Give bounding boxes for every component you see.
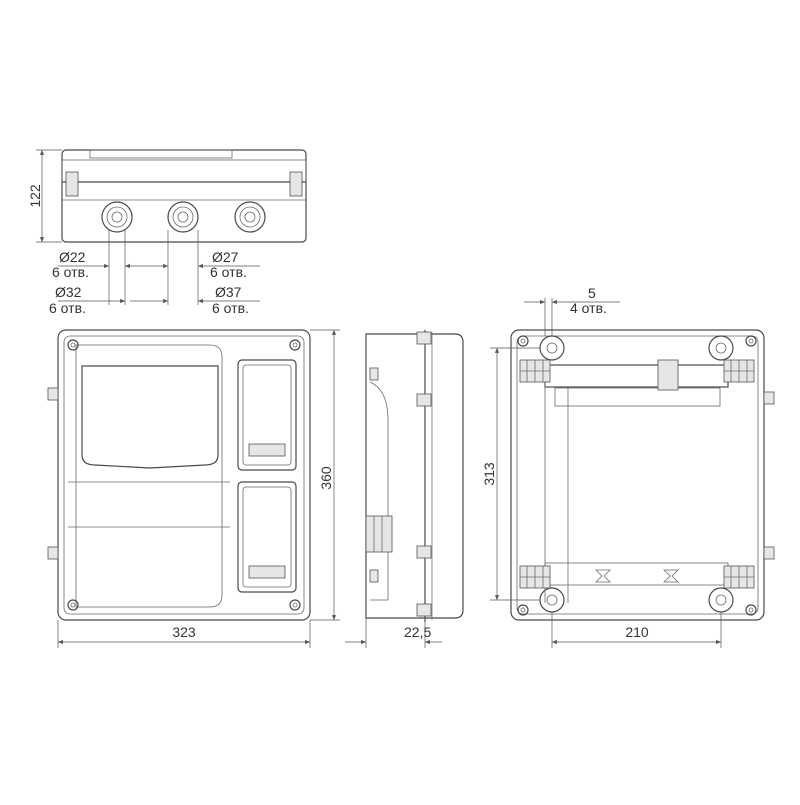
dim-height-front: 360	[318, 466, 334, 490]
dim-d37: Ø37	[215, 284, 242, 300]
mount-hole-top-right	[708, 335, 734, 361]
cable-gland-1	[101, 201, 133, 233]
front-view: 360 323	[47, 329, 340, 648]
dim-d32-holes: 6 отв.	[49, 300, 86, 316]
dim-d37-holes: 6 отв.	[212, 300, 249, 316]
vent-block-tl	[519, 359, 551, 383]
dim-d22: Ø22	[59, 249, 86, 265]
dim-height-top: 122	[27, 184, 43, 208]
cable-gland-2	[167, 201, 199, 233]
dim-depth-side: 22,5	[404, 624, 431, 640]
dim-d32: Ø32	[55, 284, 82, 300]
mount-hole-top-left	[539, 335, 565, 361]
dim-width-front: 323	[172, 624, 196, 640]
meter-window	[81, 365, 219, 469]
mount-hole-bottom-right	[708, 587, 734, 613]
top-view: 122 Ø22 6 отв. Ø27 6 отв. Ø32 6 отв. Ø37…	[27, 149, 307, 316]
dim-d22-holes: 6 отв.	[52, 264, 89, 280]
side-view: 22,5	[345, 330, 464, 648]
dim-mount-height: 313	[481, 462, 497, 486]
vent-block-bl	[519, 565, 551, 589]
vent-block-br	[723, 565, 755, 589]
cable-gland-3	[234, 201, 266, 233]
dim-d27-holes: 6 отв.	[210, 264, 247, 280]
dim-d27: Ø27	[212, 249, 239, 265]
vent-block-tr	[723, 359, 755, 383]
mount-hole-bottom-left	[539, 587, 565, 613]
dim-mount-holes: 4 отв.	[570, 300, 607, 316]
breaker-window-bottom	[237, 481, 297, 593]
rear-view: 5 4 отв. 313 210	[481, 285, 775, 648]
breaker-window-top	[237, 359, 297, 471]
dim-mount-width: 210	[625, 624, 649, 640]
dim-mount-hole: 5	[588, 285, 596, 301]
